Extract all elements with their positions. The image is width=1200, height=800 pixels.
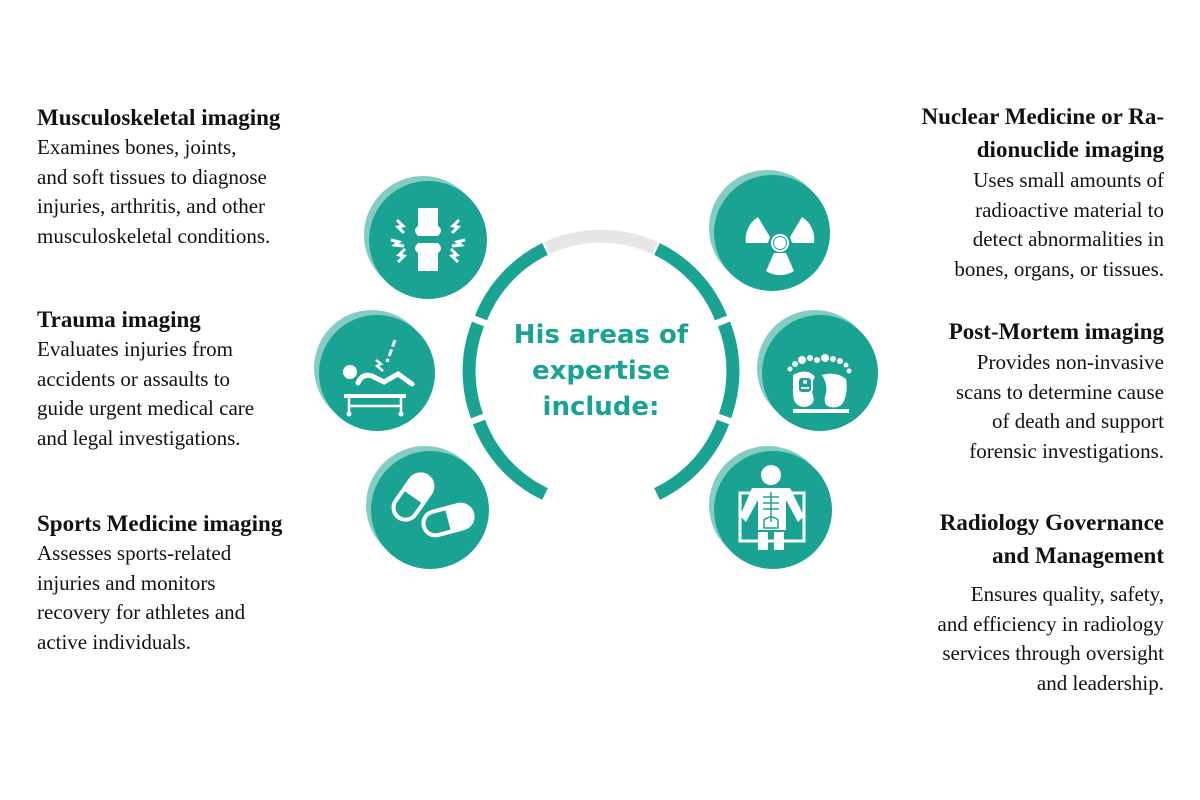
item-title-line: Nuclear Medicine or Ra-	[921, 104, 1164, 129]
item-desc-line: detect abnormalities in	[972, 227, 1164, 251]
item-desc-line: forensic investigations.	[969, 438, 1164, 463]
item-desc-line: Ensures quality, safety,	[970, 582, 1164, 606]
item-desc-line: bones, organs, or tissues.	[954, 256, 1164, 281]
item-desc-line: and efficiency in radiology	[937, 611, 1164, 636]
item-desc-line: guide urgent medical care	[37, 396, 255, 420]
item-desc-line: Provides non-invasive	[976, 350, 1164, 374]
item-title-line: dionuclide imaging	[976, 137, 1164, 162]
capsules-icon	[366, 446, 489, 569]
item-desc-line: and leadership.	[1036, 670, 1164, 695]
center-ring	[462, 229, 740, 500]
item-desc-line: Evaluates injuries from	[37, 337, 233, 361]
center-title-line: include:	[542, 392, 660, 422]
knee-joint-pain-icon	[364, 176, 487, 299]
item-title-line: Post-Mortem imaging	[948, 319, 1164, 344]
expertise-trauma: Trauma imaging Evaluates injuries from a…	[37, 304, 254, 453]
center-title-line: His areas of	[513, 320, 689, 350]
feet-toe-tag-icon	[757, 310, 878, 431]
item-desc-line: injuries and monitors	[37, 570, 216, 595]
item-desc-line: radioactive material to	[975, 197, 1164, 222]
item-title-line: Radiology Governance	[939, 510, 1164, 535]
item-desc-line: injuries, arthritis, and other	[37, 194, 266, 218]
item-title: Musculoskeletal imaging	[37, 105, 281, 130]
item-desc-line: active individuals.	[37, 629, 191, 654]
radiation-icon	[709, 170, 830, 291]
expertise-nuclear-medicine: Nuclear Medicine or Ra- dionuclide imagi…	[921, 100, 1164, 284]
item-desc-line: scans to determine cause	[955, 379, 1164, 404]
item-desc-line: musculoskeletal conditions.	[37, 223, 271, 248]
item-desc-line: Examines bones, joints,	[37, 135, 237, 159]
item-desc-line: and legal investigations.	[37, 425, 241, 450]
trauma-patient-icon	[314, 310, 435, 431]
item-desc-line: and soft tissues to diagnose	[37, 164, 267, 189]
center-title: His areas of expertise include:	[498, 317, 704, 425]
item-desc-line: Assesses sports-related	[37, 541, 232, 565]
item-title: Trauma imaging	[37, 307, 201, 332]
xray-skeleton-icon	[709, 446, 832, 569]
item-desc-line: services through oversight	[942, 641, 1164, 665]
expertise-musculoskeletal: Musculoskeletal imaging Examines bones, …	[37, 102, 280, 251]
expertise-sports-medicine: Sports Medicine imaging Assesses sports-…	[37, 508, 282, 657]
expertise-post-mortem: Post-Mortem imaging Provides non-invasiv…	[949, 315, 1164, 466]
item-title-line: and Management	[992, 543, 1164, 568]
center-title-line: expertise	[532, 356, 670, 386]
item-desc-line: of death and support	[991, 409, 1164, 433]
item-desc-line: Uses small amounts of	[973, 168, 1164, 192]
item-title: Sports Medicine imaging	[37, 511, 283, 536]
expertise-radiology-governance: Radiology Governance and Management Ensu…	[938, 506, 1164, 698]
item-desc-line: accidents or assaults to	[37, 366, 231, 391]
item-desc-line: recovery for athletes and	[37, 600, 246, 624]
